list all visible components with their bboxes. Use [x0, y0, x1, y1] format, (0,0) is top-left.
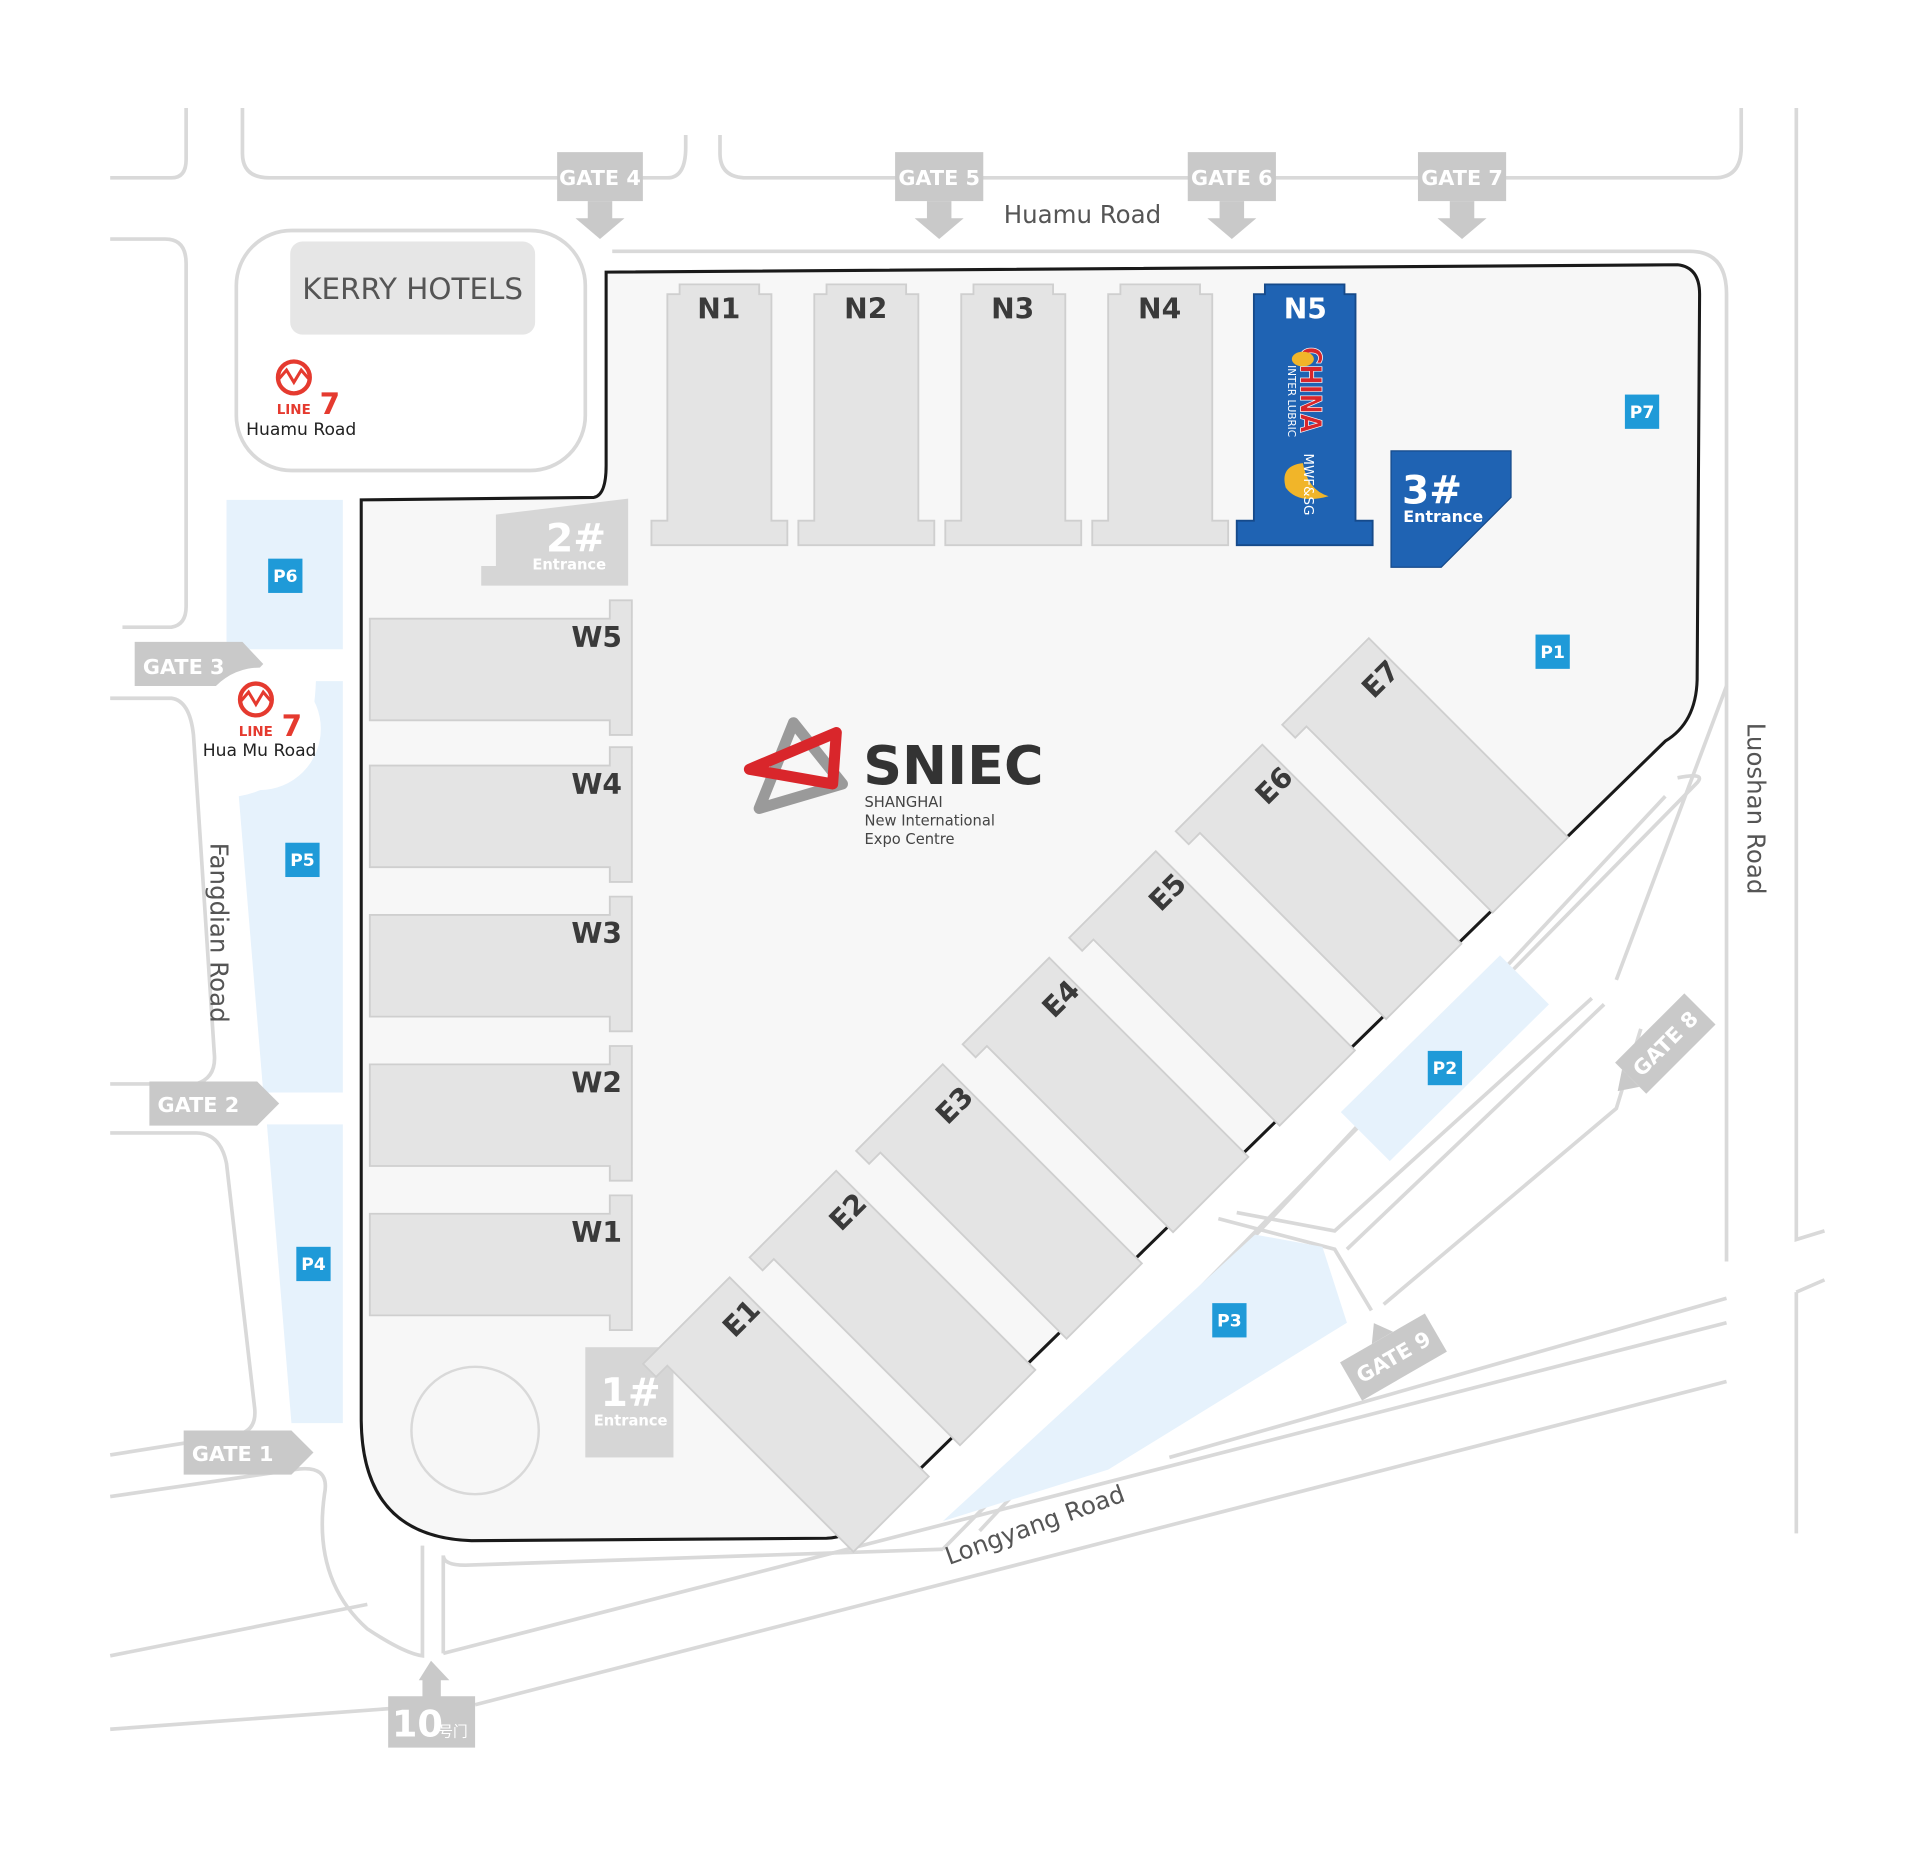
svg-text:N4: N4	[1138, 293, 1181, 326]
svg-text:号门: 号门	[438, 1724, 467, 1741]
sniec-triangle-icon	[753, 717, 848, 814]
gate-5[interactable]: GATE 5	[895, 152, 984, 240]
parking-p5[interactable]: P5	[285, 842, 320, 878]
metro-icon	[275, 359, 312, 396]
svg-text:GATE 1: GATE 1	[192, 1442, 274, 1466]
svg-text:GATE 5: GATE 5	[898, 166, 980, 190]
hall-e7[interactable]: E7	[1280, 636, 1570, 924]
kerry-hotels-badge	[290, 241, 536, 335]
hall-e2[interactable]: E2	[748, 1169, 1037, 1457]
parking-labels: P1 P2 P3 P4 P5 P6 P7	[268, 394, 1660, 1338]
metro-plaza	[198, 667, 321, 791]
gate-1[interactable]: GATE 1	[183, 1430, 314, 1475]
svg-text:LINE: LINE	[239, 725, 273, 740]
svg-text:W4: W4	[571, 768, 622, 801]
entrance-1[interactable]: 1# Entrance	[585, 1347, 674, 1458]
svg-text:INTER LUBRIC: INTER LUBRIC	[1285, 365, 1297, 437]
china-inter-lubric-logo: CHINA INTER LUBRIC	[1285, 346, 1328, 437]
svg-text:GATE 4: GATE 4	[559, 166, 641, 190]
north-halls: N1 N2 N3 N4 N5 CHINA INTER LUBRIC MWF&SG	[650, 283, 1374, 547]
east-halls: E7 E6 E5 E4 E3 E2 E1	[641, 636, 1570, 1554]
svg-text:W5: W5	[571, 621, 622, 654]
hall-n3[interactable]: N3	[944, 283, 1083, 547]
svg-text:New International: New International	[864, 813, 994, 830]
svg-text:SHANGHAI: SHANGHAI	[864, 794, 942, 811]
svg-text:GATE 3: GATE 3	[143, 655, 225, 679]
metro-huamu-road[interactable]: LINE 7 Huamu Road	[246, 359, 356, 440]
hall-n2[interactable]: N2	[797, 283, 936, 547]
hall-w3[interactable]: W3	[368, 895, 633, 1033]
hall-n4[interactable]: N4	[1091, 283, 1230, 547]
svg-text:GATE 2: GATE 2	[158, 1093, 240, 1117]
parking-p2[interactable]: P2	[1427, 1050, 1463, 1086]
svg-text:W3: W3	[571, 917, 622, 950]
mwfsg-logo: MWF&SG	[1284, 453, 1329, 515]
entrance-2[interactable]: 2# Entrance	[481, 498, 629, 586]
svg-text:2#: 2#	[546, 516, 606, 561]
svg-text:P1: P1	[1540, 643, 1564, 663]
hall-w2[interactable]: W2	[368, 1045, 633, 1182]
svg-text:Entrance: Entrance	[532, 557, 606, 574]
gate-7[interactable]: GATE 7	[1417, 152, 1507, 240]
metro-hua-mu-road[interactable]: LINE 7 Hua Mu Road	[203, 681, 317, 761]
road-label-huamu: Huamu Road	[1004, 200, 1161, 229]
hall-n5-highlighted[interactable]: N5 CHINA INTER LUBRIC MWF&SG	[1235, 283, 1374, 547]
metro-icon	[237, 681, 274, 718]
svg-text:Entrance: Entrance	[594, 1413, 668, 1430]
svg-text:7: 7	[282, 709, 302, 743]
svg-text:N1: N1	[697, 293, 740, 326]
svg-text:Huamu Road: Huamu Road	[246, 420, 356, 440]
svg-text:10: 10	[392, 1703, 443, 1746]
svg-text:P7: P7	[1630, 403, 1654, 423]
svg-text:3#: 3#	[1402, 469, 1462, 514]
svg-text:GATE 7: GATE 7	[1421, 166, 1503, 190]
svg-text:P2: P2	[1433, 1059, 1457, 1079]
gate-9[interactable]: GATE 9	[1331, 1299, 1447, 1401]
svg-text:P5: P5	[290, 851, 314, 871]
svg-text:MWF&SG: MWF&SG	[1300, 453, 1315, 515]
svg-text:P4: P4	[301, 1255, 326, 1275]
entrance-3[interactable]: 3# Entrance	[1390, 450, 1512, 568]
plaza-circle	[410, 1365, 540, 1496]
parking-p4[interactable]: P4	[296, 1246, 331, 1282]
svg-text:GATE 6: GATE 6	[1191, 166, 1273, 190]
road-label-luoshan: Luoshan Road	[1741, 723, 1770, 895]
svg-text:W2: W2	[571, 1067, 622, 1100]
svg-text:Entrance: Entrance	[1403, 507, 1483, 526]
hall-w5[interactable]: W5	[368, 599, 633, 736]
svg-text:Hua Mu Road: Hua Mu Road	[203, 741, 317, 761]
gate-4[interactable]: GATE 4	[557, 152, 643, 240]
svg-text:LINE: LINE	[277, 403, 311, 418]
gate-6[interactable]: GATE 6	[1187, 152, 1276, 240]
svg-text:Expo Centre: Expo Centre	[864, 831, 954, 848]
svg-text:W1: W1	[571, 1216, 622, 1249]
hall-w4[interactable]: W4	[368, 746, 633, 883]
svg-text:P6: P6	[273, 567, 297, 587]
gate-2[interactable]: GATE 2	[149, 1081, 280, 1126]
svg-text:1#: 1#	[601, 1371, 661, 1416]
gate-8[interactable]: GATE 8	[1602, 993, 1716, 1106]
parking-p1[interactable]: P1	[1535, 634, 1570, 669]
svg-text:N2: N2	[844, 293, 887, 326]
parking-p7[interactable]: P7	[1624, 394, 1660, 429]
roads	[109, 108, 1826, 1732]
hall-n1[interactable]: N1	[650, 283, 789, 547]
svg-text:P3: P3	[1217, 1311, 1241, 1331]
kerry-hotels-label: KERRY HOTELS	[302, 272, 523, 306]
parking-p6[interactable]: P6	[268, 558, 303, 593]
parking-p3[interactable]: P3	[1212, 1303, 1247, 1338]
sniec-logo: SNIEC SHANGHAI New International Expo Ce…	[743, 717, 1043, 848]
road-label-fangdian: Fangdian Road	[205, 843, 234, 1023]
svg-text:7: 7	[320, 387, 340, 421]
west-halls: W5 W4 W3 W2 W1	[368, 599, 633, 1331]
svg-text:N5: N5	[1284, 293, 1327, 326]
svg-text:SNIEC: SNIEC	[863, 734, 1043, 797]
hall-e4[interactable]: E4	[961, 956, 1250, 1244]
svg-text:N3: N3	[991, 293, 1034, 326]
expo-boundary	[359, 263, 1702, 1543]
hall-w1[interactable]: W1	[368, 1194, 633, 1331]
